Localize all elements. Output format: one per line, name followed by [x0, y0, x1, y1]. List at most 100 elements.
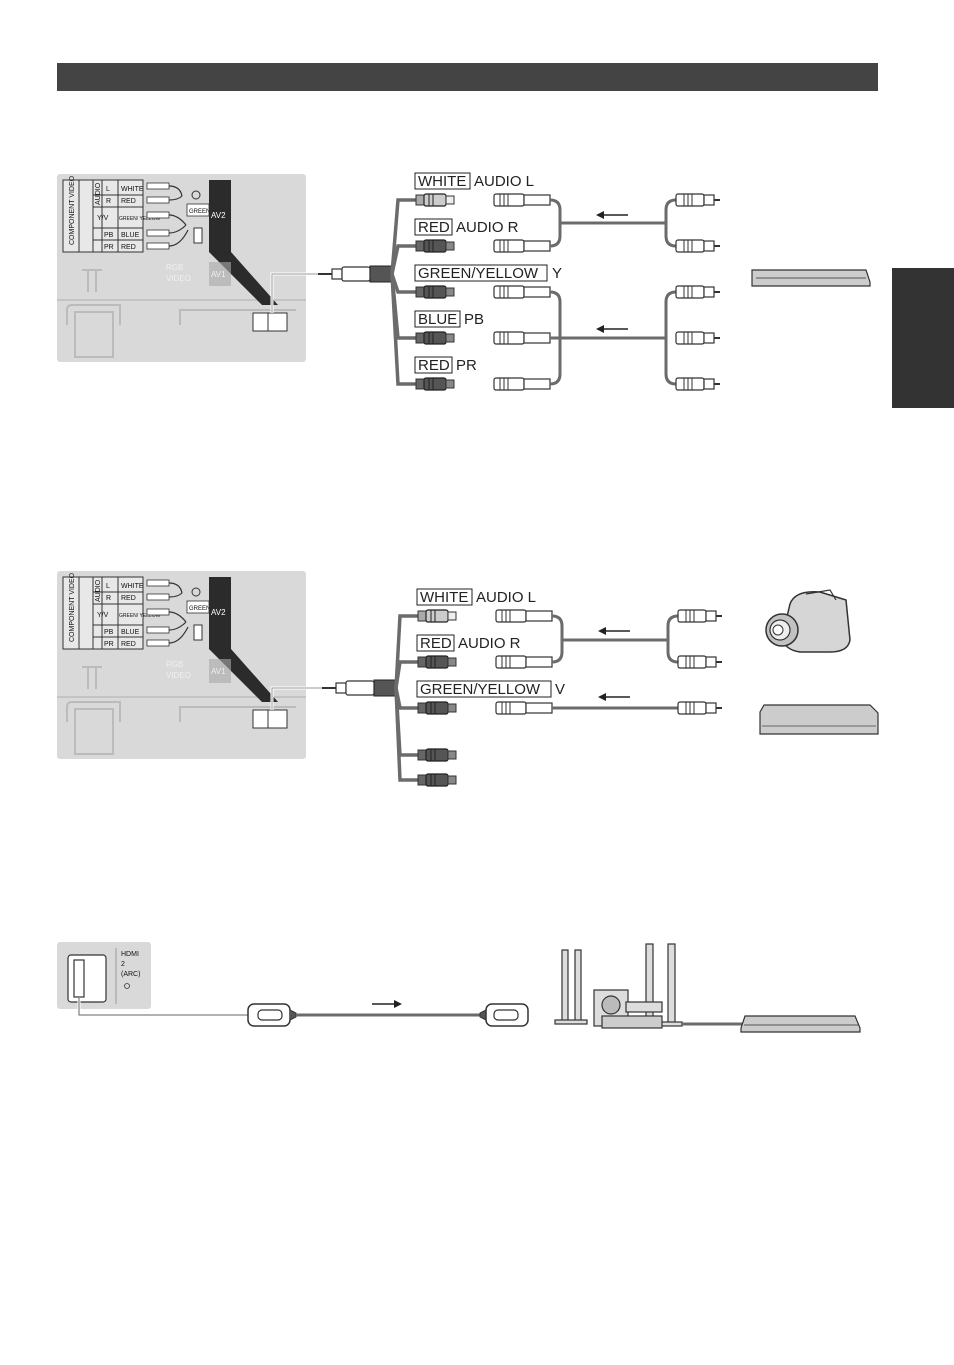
arrow-left-icon: [596, 325, 628, 333]
green-tag: GREEN: [189, 606, 210, 612]
panel-row-name: Y/V: [97, 215, 109, 222]
svg-text:PB: PB: [464, 311, 484, 328]
panel-side-label: COMPONENT VIDEO: [69, 175, 76, 245]
svg-text:PR: PR: [456, 357, 477, 374]
panel-row-name: R: [106, 198, 111, 205]
cable-runs-1: [550, 200, 676, 384]
panel-row-color: WHITE: [121, 583, 144, 590]
cable-end: [494, 194, 550, 206]
svg-text:GREEN/YELLOW: GREEN/YELLOW: [420, 681, 541, 698]
mini-plug-1: [318, 266, 392, 282]
bluray-player-icon: [741, 1016, 860, 1032]
mini-plug-2: [322, 680, 396, 696]
rgb-label: RGB: [166, 263, 183, 272]
panel-side-label: COMPONENT VIDEO: [69, 572, 76, 642]
tv-terminal-panel-2: COMPONENT VIDEO AUDIO L WHITE R RED Y/V …: [57, 571, 306, 759]
cable-end: [494, 286, 550, 298]
cable-label-1-3: BLUE PB: [415, 311, 484, 328]
cable-label-1-2: GREEN/YELLOW Y: [415, 265, 562, 282]
cable-end: [494, 332, 550, 344]
device-plug: [676, 286, 720, 298]
adapter-plug: [416, 194, 454, 206]
device-plug: [678, 656, 722, 668]
device-plug: [676, 332, 720, 344]
panel-row-color: WHITE: [121, 186, 144, 193]
device-plug: [678, 702, 722, 714]
svg-text:AUDIO R: AUDIO R: [458, 635, 521, 652]
hdmi-number: 2: [121, 961, 125, 968]
adapter-plug: [418, 702, 456, 714]
camcorder-icon: [766, 590, 850, 652]
cable-label-2-2: GREEN/YELLOW V: [417, 681, 565, 698]
adapter-plug: [418, 656, 456, 668]
arrow-left-icon: [598, 693, 630, 701]
panel-row-name: R: [106, 595, 111, 602]
panel-row-color: RED: [121, 198, 136, 205]
panel-row-color: BLUE: [121, 629, 140, 636]
svg-text:GREEN/YELLOW: GREEN/YELLOW: [418, 265, 539, 282]
device-plug: [676, 378, 720, 390]
video-label: VIDEO: [166, 671, 191, 680]
panel-row-color: RED: [121, 595, 136, 602]
svg-text:RED: RED: [418, 357, 450, 374]
cable-label-2-0: WHITE AUDIO L: [417, 589, 536, 606]
arrow-left-icon: [598, 627, 630, 635]
hdmi-plug-right: [480, 1004, 528, 1026]
device-plug: [678, 610, 722, 622]
av1-label: AV1: [211, 667, 226, 676]
vcr-icon: [760, 705, 878, 734]
svg-text:AUDIO L: AUDIO L: [476, 589, 536, 606]
svg-text:WHITE: WHITE: [418, 173, 466, 190]
adapter-plug: [416, 332, 454, 344]
cable-runs-2: [552, 616, 678, 708]
arrow-right-icon: [372, 1000, 402, 1008]
panel-row-color: RED: [121, 244, 136, 251]
panel-row-name: L: [106, 583, 110, 590]
adapter-plug: [418, 774, 456, 786]
adapter-cable-bundle-2: [396, 616, 418, 780]
svg-text:RED: RED: [418, 219, 450, 236]
video-label: VIDEO: [166, 274, 191, 283]
device-plug: [676, 240, 720, 252]
cable-label-2-1: RED AUDIO R: [417, 635, 521, 652]
dvd-player-icon: [752, 270, 870, 286]
cable-end: [496, 610, 552, 622]
cable-end: [496, 656, 552, 668]
hdmi-port-panel: HDMI 2 (ARC): [57, 942, 151, 1009]
panel-row-name: PB: [104, 629, 114, 636]
arrow-left-icon: [596, 211, 628, 219]
cable-label-1-1: RED AUDIO R: [415, 219, 519, 236]
adapter-plug: [418, 610, 456, 622]
adapter-plug: [418, 749, 456, 761]
cable-end: [496, 702, 552, 714]
home-theater-icon: [555, 944, 682, 1028]
svg-text:Y: Y: [552, 265, 562, 282]
adapter-plug: [416, 286, 454, 298]
cable-end: [494, 378, 550, 390]
panel-row-name: PR: [104, 641, 114, 648]
panel-audio-label: AUDIO: [95, 579, 102, 602]
av2-label: AV2: [211, 211, 226, 220]
panel-row-name: L: [106, 186, 110, 193]
adapter-plug: [416, 378, 454, 390]
rgb-label: RGB: [166, 660, 183, 669]
device-plug: [676, 194, 720, 206]
svg-text:V: V: [555, 681, 565, 698]
svg-text:AUDIO L: AUDIO L: [474, 173, 534, 190]
adapter-cable-bundle-1: [392, 200, 416, 384]
cable-label-1-4: RED PR: [415, 357, 477, 374]
svg-text:RED: RED: [420, 635, 452, 652]
av2-label: AV2: [211, 608, 226, 617]
svg-text:AUDIO R: AUDIO R: [456, 219, 519, 236]
green-tag: GREEN: [189, 209, 210, 215]
cable-label-1-0: WHITE AUDIO L: [415, 173, 534, 190]
hdmi-arc-label: (ARC): [121, 971, 140, 978]
panel-row-name: Y/V: [97, 612, 109, 619]
tv-terminal-panel-1: COMPONENT VIDEO AUDIO L WHITE R RED Y/V …: [57, 174, 306, 362]
panel-row-name: PR: [104, 244, 114, 251]
svg-text:WHITE: WHITE: [420, 589, 468, 606]
hdmi-plug-left: [248, 1004, 296, 1026]
cable-end: [494, 240, 550, 252]
av1-label: AV1: [211, 270, 226, 279]
